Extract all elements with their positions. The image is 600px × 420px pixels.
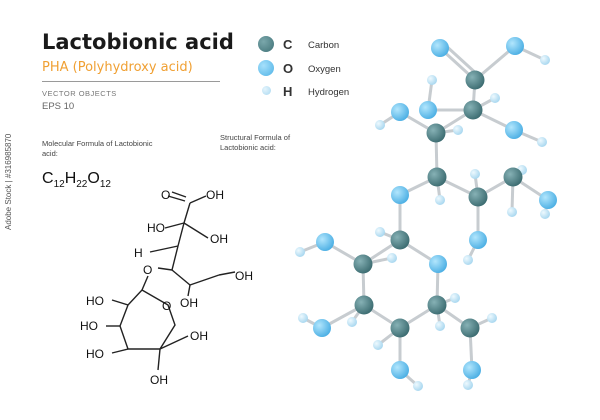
- hydrogen-atom: [387, 253, 397, 263]
- c3-h-label: H: [134, 246, 143, 260]
- formula-hydrogen: H: [64, 170, 77, 187]
- carbonyl-o-label: O: [161, 188, 170, 202]
- hydrogen-symbol: H: [283, 84, 293, 99]
- oxygen-atom: [391, 103, 409, 121]
- hydrogen-atom: [507, 207, 517, 217]
- hydrogen-atom: [413, 381, 423, 391]
- oxygen-name: Oxygen: [308, 64, 341, 75]
- oxygen-atom: [506, 37, 524, 55]
- eps-label: EPS 10: [42, 101, 75, 112]
- hydrogen-atom: [435, 195, 445, 205]
- oxygen-atom: [505, 121, 523, 139]
- watermark: Adobe Stock | #316985870: [4, 133, 13, 230]
- hydrogen-atom: [537, 137, 547, 147]
- hydrogen-atom: [463, 380, 473, 390]
- formula-oxygen: O: [87, 170, 100, 187]
- c2-ho-label: HO: [147, 221, 165, 235]
- hydrogen-atom: [540, 55, 550, 65]
- hydrogen-legend-ball: [262, 86, 271, 95]
- hydrogen-atom: [298, 313, 308, 323]
- hydrogen-atom: [487, 313, 497, 323]
- oxygen-atom: [391, 361, 409, 379]
- carbon-atom: [426, 123, 446, 143]
- page-title: Lactobionic acid: [42, 30, 234, 54]
- hydrogen-name: Hydrogen: [308, 87, 350, 98]
- oxygen-atom: [419, 101, 437, 119]
- oxygen-atom: [429, 255, 447, 273]
- carbon-legend-ball: [258, 36, 274, 52]
- carbon-symbol: C: [283, 37, 293, 52]
- hydrogen-atom: [347, 317, 357, 327]
- carbon-atom: [463, 100, 483, 120]
- hydrogen-atom: [427, 75, 437, 85]
- carbon-atom: [465, 70, 485, 90]
- carbon-atom: [503, 167, 523, 187]
- divider: [42, 81, 220, 82]
- hydrogen-atom: [540, 209, 550, 219]
- hydrogen-atom: [375, 120, 385, 130]
- hydrogen-atom: [435, 321, 445, 331]
- c2-oh-label: OH: [210, 232, 228, 246]
- c5-oh-label: OH: [180, 296, 198, 310]
- carbon-atom: [468, 187, 488, 207]
- formula-carbon-count: 12: [53, 179, 65, 191]
- oxygen-atom: [313, 319, 331, 337]
- oxygen-atom: [431, 39, 449, 57]
- carbon-atom: [427, 167, 447, 187]
- glycosidic-o-label: O: [143, 263, 152, 277]
- skeletal-bonds: [106, 191, 236, 371]
- oxygen-atom: [391, 186, 409, 204]
- hydrogen-atom: [463, 255, 473, 265]
- carbon-atom: [390, 230, 410, 250]
- ring-ch2oh-label: OH: [190, 329, 208, 343]
- ring-ho-3-label: HO: [86, 347, 104, 361]
- hydrogen-atom: [295, 247, 305, 257]
- hydrogen-atom: [373, 340, 383, 350]
- carbon-atom: [354, 295, 374, 315]
- ring-o-label: O: [162, 299, 171, 313]
- oxygen-legend-ball: [258, 60, 274, 76]
- oxygen-atom: [463, 361, 481, 379]
- hydrogen-atom: [453, 125, 463, 135]
- hydrogen-atom: [375, 227, 385, 237]
- oxygen-symbol: O: [283, 61, 294, 76]
- structural-formula-heading: Structural Formula of Lactobionic acid:: [220, 133, 291, 152]
- oxygen-atom: [469, 231, 487, 249]
- carbon-atom: [460, 318, 480, 338]
- hydrogen-atom: [490, 93, 500, 103]
- model-atoms: [295, 37, 557, 391]
- ring-oh-bottom-label: OH: [150, 373, 168, 387]
- hydrogen-atom: [470, 169, 480, 179]
- formula-carbon: C: [42, 170, 54, 187]
- molecular-formula-heading: Molecular Formula of Lactobionic acid:: [42, 139, 153, 158]
- molecular-formula: C12H22O12: [42, 170, 111, 190]
- carbon-name: Carbon: [308, 40, 340, 51]
- carbon-atom: [427, 295, 447, 315]
- vector-objects-label: VECTOR OBJECTS: [42, 89, 117, 98]
- oxygen-atom: [316, 233, 334, 251]
- skeletal-labels: O OH HO OH H O OH OH O HO HO HO OH OH: [80, 188, 253, 387]
- bond-carbonyl-double: [442, 42, 481, 78]
- ring-ho-2-label: HO: [80, 319, 98, 333]
- ring-ho-1-label: HO: [86, 294, 104, 308]
- carbon-atom: [390, 318, 410, 338]
- carbon-atom: [353, 254, 373, 274]
- oxygen-atom: [539, 191, 557, 209]
- formula-hydrogen-count: 22: [76, 179, 88, 191]
- hydrogen-atom: [450, 293, 460, 303]
- carboxyl-oh-label: OH: [206, 188, 224, 202]
- formula-oxygen-count: 12: [99, 179, 111, 191]
- subtitle: PHA (Polyhydroxy acid): [42, 60, 193, 75]
- c6-oh-label: OH: [235, 269, 253, 283]
